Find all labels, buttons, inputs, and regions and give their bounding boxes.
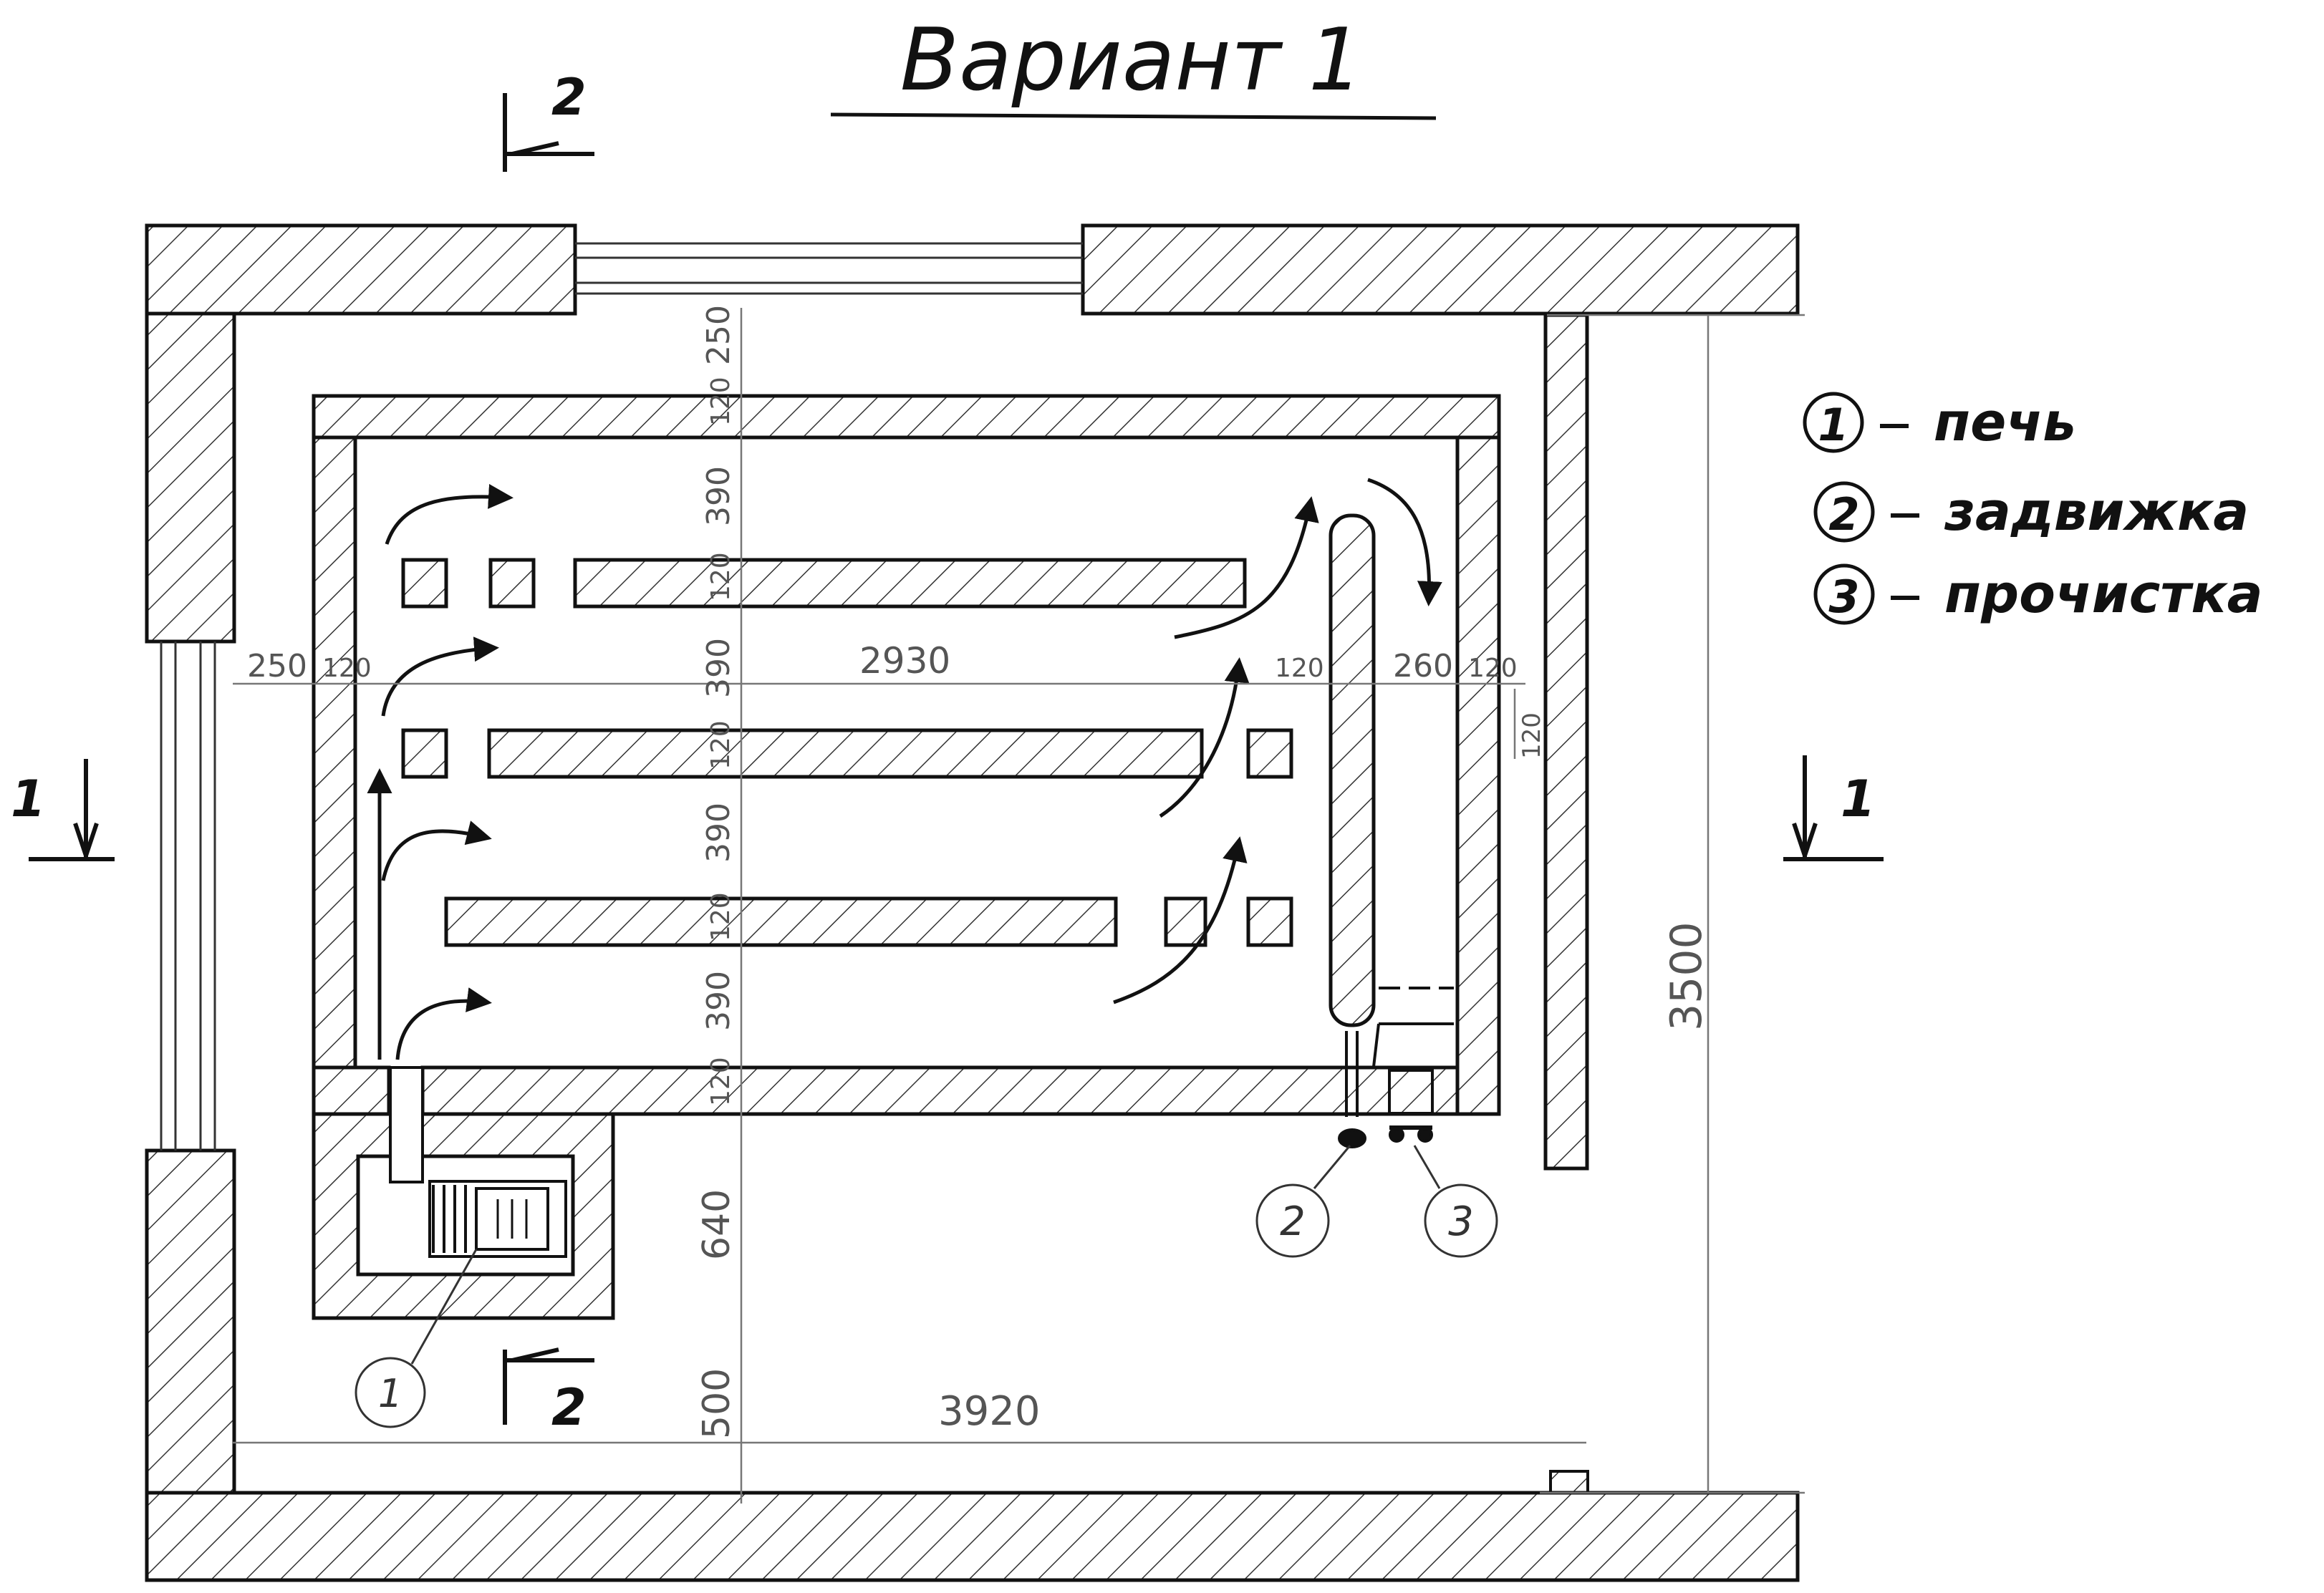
dim-250-left: 250	[247, 648, 307, 684]
bench-walls	[312, 394, 1501, 1116]
dim-120-right: 120	[1468, 654, 1518, 683]
section-marks	[29, 93, 1884, 1425]
stove	[312, 1066, 615, 1320]
section-2-top-label: 2	[551, 68, 587, 127]
section-1-right-label: 1	[1841, 770, 1876, 828]
callout-2-damper: 2	[1280, 1199, 1306, 1245]
legend-label-stove: печь	[1934, 392, 2076, 453]
dim-640: 640	[695, 1189, 738, 1260]
section-1-left-label: 1	[11, 770, 46, 828]
callout-numbers: 1 2 3	[378, 1199, 1474, 1416]
dim-120-5: 120	[706, 1057, 736, 1106]
legend-item-damper: 2 задвижка	[1813, 481, 2249, 543]
flow-arrows	[367, 478, 1442, 1060]
legend: 1 печь 2 задвижка 3 прочистка	[1803, 392, 2263, 625]
dim-120-outer: 120	[1518, 712, 1546, 759]
dim-120-4: 120	[706, 892, 736, 941]
legend-label-damper: задвижка	[1944, 481, 2249, 543]
dim-250-top: 250	[700, 305, 737, 365]
dim-390-1: 390	[700, 466, 737, 526]
dim-120-3: 120	[706, 720, 736, 770]
callout-3-cleanout: 3	[1448, 1199, 1474, 1245]
svg-text:3: 3	[1828, 571, 1859, 623]
window-top	[575, 242, 1083, 295]
callouts	[355, 1145, 1498, 1428]
section-labels: 2 2 1 1	[11, 68, 1876, 1437]
dim-3500: 3500	[1662, 921, 1712, 1031]
title-underline	[830, 112, 1437, 120]
legend-label-cleanout: прочистка	[1944, 563, 2263, 625]
dimension-labels: 250 120 390 120 390 120 390 120 390 120 …	[247, 305, 1712, 1439]
dim-120-mid: 120	[1275, 654, 1324, 683]
channel-partitions	[401, 558, 1293, 947]
dim-120-left: 120	[322, 654, 372, 683]
damper-assembly	[1338, 987, 1454, 1148]
dim-260: 260	[1393, 648, 1453, 684]
dim-390-2: 390	[700, 638, 737, 698]
dim-390-3: 390	[700, 803, 737, 863]
legend-item-cleanout: 3 прочистка	[1813, 563, 2263, 625]
dim-3920: 3920	[938, 1388, 1041, 1435]
dim-120-2: 120	[706, 552, 736, 601]
dim-2930: 2930	[859, 640, 950, 682]
outer-walls	[145, 223, 1800, 1582]
dim-500: 500	[695, 1368, 738, 1439]
svg-text:1: 1	[1818, 399, 1848, 451]
dim-120-top: 120	[706, 377, 736, 426]
dimension-lines	[233, 308, 1805, 1504]
section-2-bottom-label: 2	[551, 1378, 587, 1437]
window-left	[160, 641, 216, 1151]
svg-text:2: 2	[1828, 488, 1859, 541]
dim-390-4: 390	[700, 971, 737, 1031]
legend-item-stove: 1 печь	[1803, 392, 2076, 453]
callout-1-stove: 1	[378, 1371, 402, 1416]
diagram-title: Вариант 1	[900, 11, 1363, 110]
